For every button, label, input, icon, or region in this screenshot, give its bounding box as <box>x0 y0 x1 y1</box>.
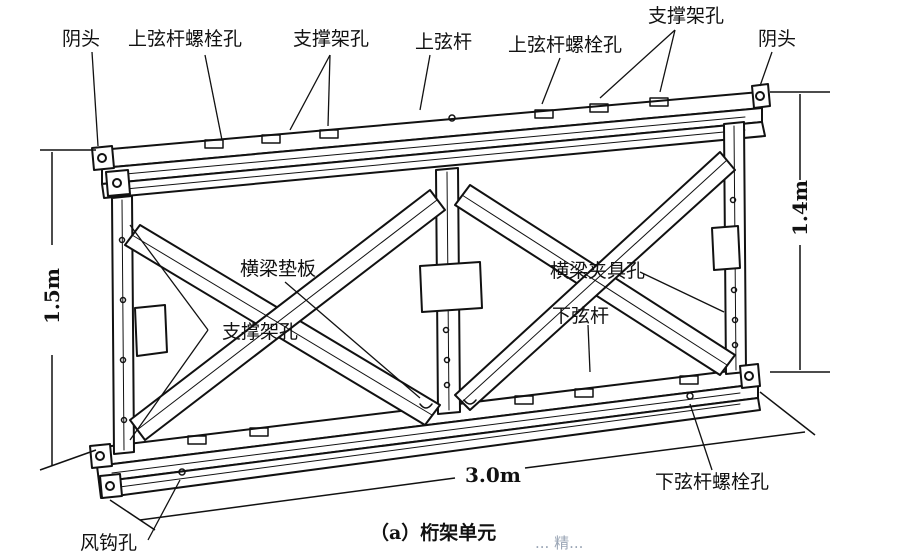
figure-caption: （a）桁架单元 <box>370 522 497 544</box>
label-top-chord-bolt-hole-right: 上弦杆螺栓孔 <box>508 34 623 56</box>
female-head-lug-left-top <box>91 145 131 197</box>
female-head-lug-right-top <box>751 83 771 109</box>
label-female-head-left: 阴头 <box>62 28 101 50</box>
right-diagonals <box>454 151 736 411</box>
watermark: ... 精... <box>535 534 584 552</box>
right-clamp-plate <box>711 225 741 271</box>
left-vertical <box>111 195 135 455</box>
label-cross-beam-pad: 横梁垫板 <box>240 258 317 280</box>
label-female-head-right: 阴头 <box>758 28 797 50</box>
leader-lines <box>91 29 773 541</box>
label-bottom-chord-bolt-hole: 下弦杆螺栓孔 <box>655 471 770 493</box>
label-top-chord-bolt-hole-left: 上弦杆螺栓孔 <box>128 28 243 50</box>
label-cross-beam-clamp-hole: 横梁夹具孔 <box>550 260 646 282</box>
female-head-lug-left-bottom <box>89 443 123 499</box>
top-chord <box>99 91 766 199</box>
dimension-height-right: 1.4m <box>788 180 812 236</box>
label-brace-frame-hole-top-right: 支撑架孔 <box>648 5 725 27</box>
dimension-length: 3.0m <box>465 463 521 487</box>
dimension-height-left: 1.5m <box>40 268 64 324</box>
bottom-chord-holes <box>178 375 699 476</box>
label-wind-hook-hole: 风钩孔 <box>80 532 138 554</box>
label-brace-frame-hole-top-left: 支撑架孔 <box>293 28 370 50</box>
left-brace-plate <box>134 304 168 357</box>
vertical-holes <box>118 196 739 424</box>
label-top-chord: 上弦杆 <box>415 31 473 53</box>
dimension-lines <box>39 91 830 531</box>
top-chord-holes <box>204 97 669 149</box>
label-bottom-chord: 下弦杆 <box>552 305 610 327</box>
cross-beam-pad-plate <box>419 261 483 313</box>
female-head-lug-right-bottom <box>739 363 761 389</box>
label-brace-frame-hole-mid: 支撑架孔 <box>222 321 299 343</box>
left-diagonals <box>124 189 446 441</box>
